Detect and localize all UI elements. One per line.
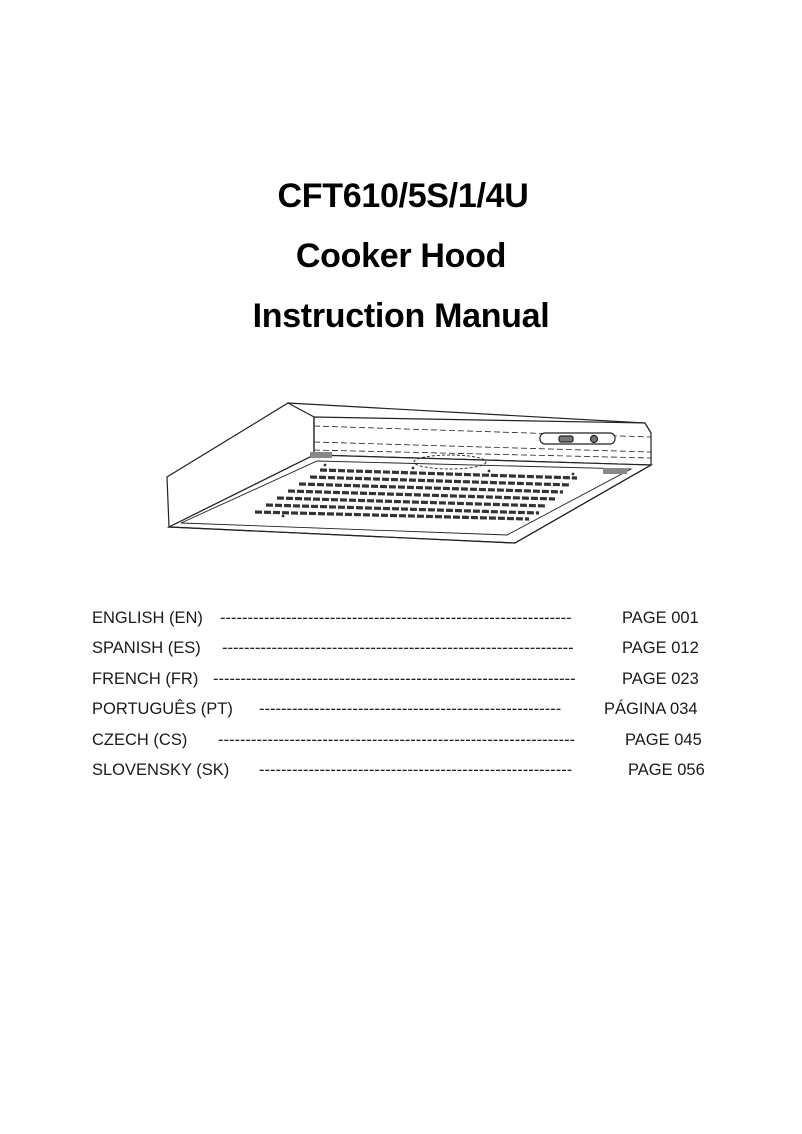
product-name-title: Cooker Hood	[295, 237, 507, 275]
toc-leader: ----------------------------------------…	[218, 730, 576, 749]
toc-language: ENGLISH (EN)	[92, 609, 203, 627]
toc-language: FRENCH (FR)	[92, 669, 199, 688]
toc-page-number: PAGE 056	[628, 760, 705, 779]
toc-leader: ----------------------------------------…	[259, 700, 562, 719]
toc-entry-portuguese[interactable]: PORTUGUÊS (PT) -------------------------…	[92, 695, 732, 725]
toc-entry-czech[interactable]: CZECH (CS) -----------------------------…	[92, 726, 732, 756]
toc-language: SPANISH (ES)	[92, 639, 201, 658]
language-contents-list: ENGLISH (EN) ---------------------------…	[92, 604, 732, 786]
toc-entry-spanish[interactable]: SPANISH (ES) ---------------------------…	[92, 634, 732, 664]
toc-entry-slovak[interactable]: SLOVENSKY (SK) -------------------------…	[92, 756, 732, 786]
toc-page-number: PAGE 001	[622, 609, 699, 627]
manual-title: Instruction Manual	[252, 297, 550, 335]
toc-leader: ----------------------------------------…	[213, 669, 576, 688]
model-number-title: CFT610/5S/1/4U	[277, 177, 529, 215]
toc-page-number: PAGE 012	[622, 639, 699, 658]
toc-page-number: PÁGINA 034	[604, 700, 698, 719]
toc-language: CZECH (CS)	[92, 730, 188, 749]
toc-leader: ----------------------------------------…	[220, 609, 572, 627]
toc-leader: ----------------------------------------…	[259, 760, 573, 779]
toc-page-number: PAGE 023	[622, 669, 699, 688]
title-block: CFT610/5S/1/4U Cooker Hood Instruction M…	[0, 166, 802, 346]
toc-entry-french[interactable]: FRENCH (FR) ----------------------------…	[92, 665, 732, 695]
toc-language: SLOVENSKY (SK)	[92, 760, 230, 779]
toc-entry-english[interactable]: ENGLISH (EN) ---------------------------…	[92, 604, 732, 634]
toc-leader: ----------------------------------------…	[222, 639, 574, 658]
toc-page-number: PAGE 045	[625, 730, 702, 749]
toc-language: PORTUGUÊS (PT)	[92, 700, 233, 719]
cooker-hood-illustration-icon	[155, 395, 665, 545]
